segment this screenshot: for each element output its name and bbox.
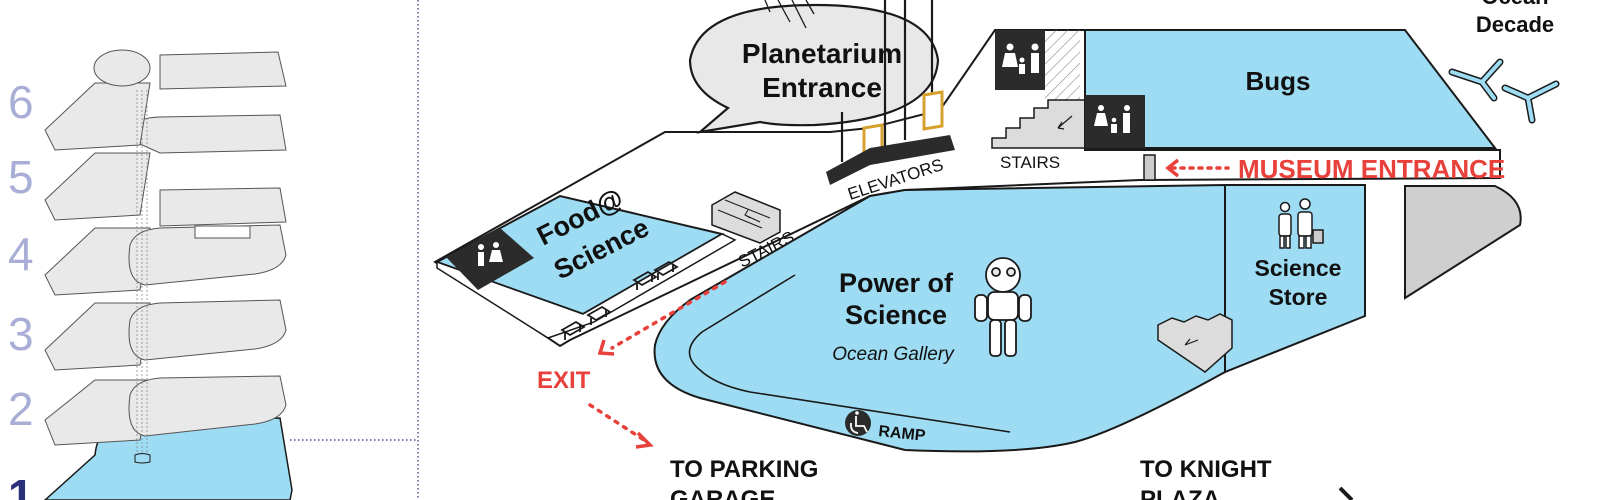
floor-label-4: 4 bbox=[8, 228, 34, 280]
planetarium-entrance-callout[interactable]: Planetarium Entrance bbox=[688, 0, 940, 134]
arrow-icon bbox=[1165, 158, 1180, 178]
ocean-decade-label-line2: Decade bbox=[1476, 12, 1554, 37]
ocean-gallery-label: Ocean Gallery bbox=[832, 344, 955, 365]
bugs-exhibit[interactable]: Bugs bbox=[1084, 29, 1498, 149]
science-store-label-line1: Science bbox=[1255, 255, 1342, 281]
museum-entrance-label: MUSEUM ENTRANCE bbox=[1238, 154, 1505, 184]
exit-route[interactable]: EXIT bbox=[537, 280, 727, 449]
floor-4-shape[interactable] bbox=[44, 187, 287, 296]
ramp-label: RAMP bbox=[878, 423, 927, 445]
arrow-icon bbox=[1338, 486, 1354, 500]
floor-label-3: 3 bbox=[8, 308, 34, 360]
bugs-label: Bugs bbox=[1246, 66, 1311, 96]
ocean-decade-label-line1: Ocean bbox=[1481, 0, 1548, 9]
museum-entrance[interactable]: MUSEUM ENTRANCE bbox=[1143, 154, 1505, 184]
arrow-icon bbox=[597, 339, 615, 356]
planetarium-label-line2: Entrance bbox=[762, 72, 882, 103]
floor-6-shape[interactable] bbox=[44, 49, 287, 151]
door-icon bbox=[1143, 154, 1156, 181]
power-label-line2: Science bbox=[845, 300, 947, 330]
to-knight-label-line2: PLAZA bbox=[1140, 486, 1220, 500]
ocean-decade-area[interactable]: Ocean Decade bbox=[1448, 0, 1560, 124]
power-of-science-exhibit[interactable]: Power of Science Ocean Gallery bbox=[653, 183, 1226, 453]
floor-2-shape[interactable] bbox=[44, 375, 287, 446]
floor-3-shape[interactable] bbox=[44, 299, 287, 371]
floor-label-5: 5 bbox=[8, 151, 34, 203]
floor-label-6: 6 bbox=[8, 76, 34, 128]
stairs-top-label: STAIRS bbox=[1000, 153, 1060, 172]
diver-suit-icon bbox=[974, 257, 1032, 357]
planetarium-label-line1: Planetarium bbox=[742, 38, 902, 69]
to-parking-label-line2: GARAGE bbox=[670, 486, 775, 500]
gray-building-block bbox=[1404, 185, 1522, 300]
to-knight-label-line1: TO KNIGHT bbox=[1140, 456, 1272, 483]
bench-icon bbox=[560, 260, 679, 340]
science-store-label-line2: Store bbox=[1269, 284, 1328, 310]
shoppers-icon bbox=[1278, 198, 1324, 249]
power-label-line1: Power of bbox=[839, 268, 954, 298]
science-store[interactable]: Science Store bbox=[1224, 184, 1366, 374]
stairs-icon[interactable] bbox=[1157, 313, 1233, 373]
ramp[interactable]: RAMP bbox=[845, 410, 927, 445]
to-parking-label-line1: TO PARKING bbox=[670, 456, 818, 483]
arrow-icon bbox=[635, 431, 654, 449]
stairs-icon[interactable] bbox=[711, 191, 781, 244]
exit-label: EXIT bbox=[537, 367, 591, 394]
main-corridor bbox=[433, 29, 1501, 348]
floor-5-shape[interactable] bbox=[44, 114, 287, 221]
elevator-icon bbox=[922, 90, 944, 131]
family-restroom-icon bbox=[1002, 43, 1039, 74]
top-restrooms[interactable] bbox=[995, 30, 1080, 105]
floor-stack-diagram: 6 5 4 3 2 1 bbox=[8, 49, 418, 500]
floor-label-2: 2 bbox=[8, 383, 34, 435]
floor-label-1: 1 bbox=[8, 470, 34, 500]
restroom-icon-glyph bbox=[478, 242, 503, 266]
